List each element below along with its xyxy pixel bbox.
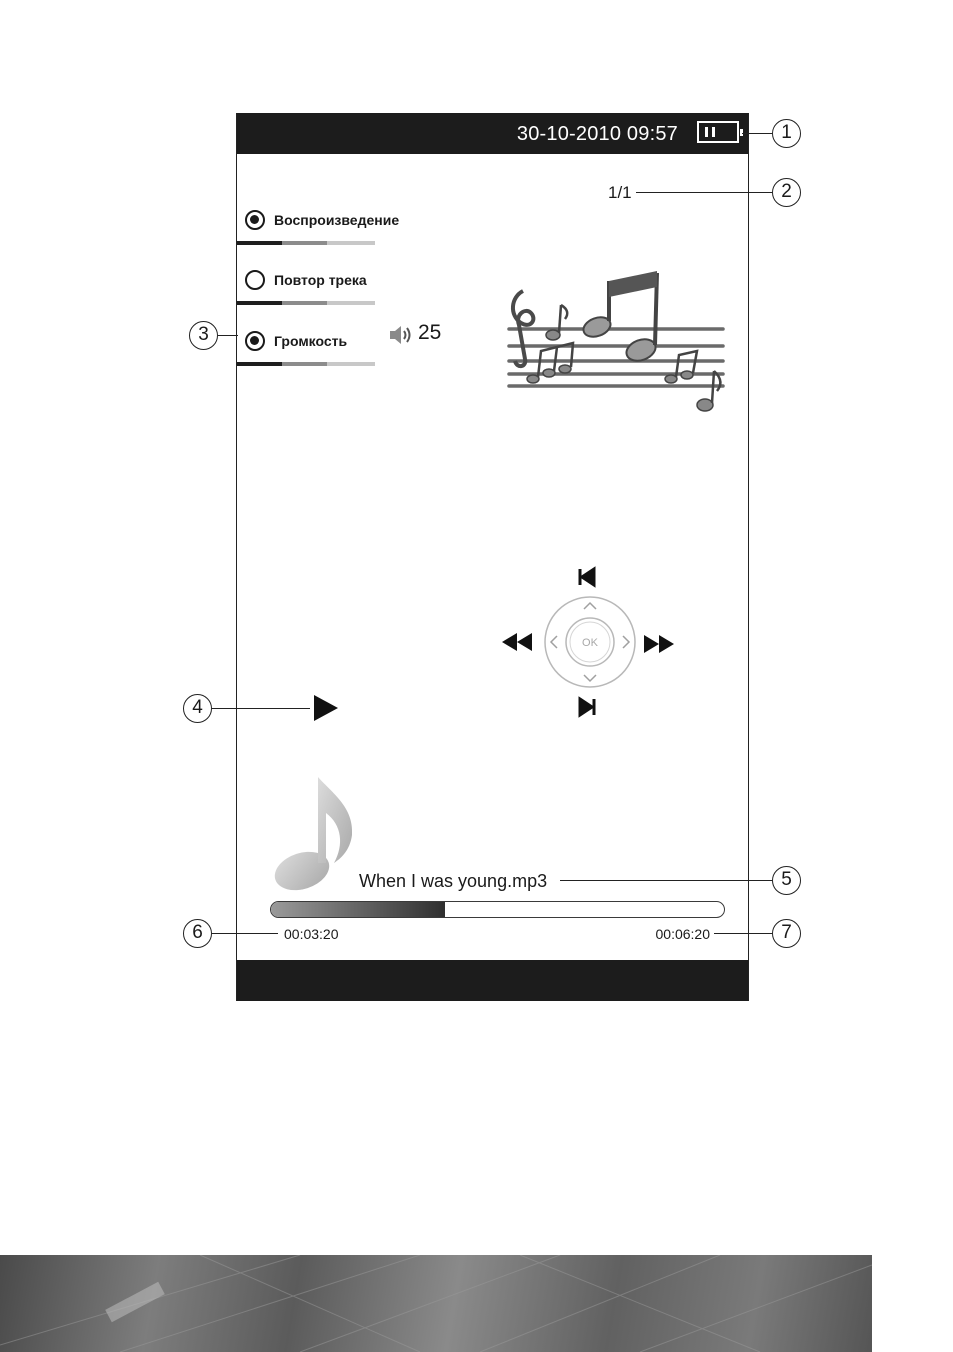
next-track-icon <box>580 699 594 715</box>
previous-track-icon <box>580 569 594 585</box>
menu-item-label: Воспроизведение <box>274 212 399 228</box>
menu-item-playback[interactable]: Воспроизведение <box>237 200 377 244</box>
footer-decoration <box>0 1255 872 1352</box>
menu-item-divider <box>237 241 375 245</box>
battery-icon <box>697 121 739 143</box>
callout-leader <box>742 133 772 134</box>
navigation-pad[interactable]: OK <box>498 563 683 723</box>
ok-label: OK <box>582 637 599 649</box>
play-icon <box>312 693 340 723</box>
radio-selected-icon <box>245 210 265 230</box>
bottom-bar <box>237 960 748 1001</box>
callout-leader <box>560 880 772 881</box>
fast-forward-icon <box>644 635 674 653</box>
callout-marker: 1 <box>772 119 801 148</box>
callout-marker: 5 <box>772 866 801 895</box>
callout-marker: 2 <box>772 178 801 207</box>
menu-item-divider <box>237 301 375 305</box>
menu-item-label: Повтор трека <box>274 272 367 288</box>
callout-leader <box>212 933 278 934</box>
callout-marker: 4 <box>183 694 212 723</box>
radio-unselected-icon <box>245 270 265 290</box>
speaker-icon <box>388 323 414 347</box>
time-total: 00:06:20 <box>656 926 711 942</box>
callout-leader <box>212 708 310 709</box>
callout-leader <box>218 335 238 336</box>
radio-selected-icon <box>245 331 265 351</box>
player-screen: 30-10-2010 09:57 1/1 Воспроизведение Пов… <box>236 113 749 1001</box>
music-notes-illustration <box>501 263 731 413</box>
callout-marker: 7 <box>772 919 801 948</box>
page-counter: 1/1 <box>608 183 632 203</box>
playback-progress-bar[interactable] <box>270 901 725 918</box>
menu-item-repeat-track[interactable]: Повтор трека <box>237 260 377 304</box>
callout-leader <box>636 192 772 193</box>
menu-item-volume[interactable]: Громкость <box>237 321 377 365</box>
playback-progress-fill <box>271 902 445 917</box>
callout-leader <box>714 933 772 934</box>
status-bar: 30-10-2010 09:57 <box>237 113 748 154</box>
callout-marker: 6 <box>183 919 212 948</box>
track-name: When I was young.mp3 <box>359 871 547 892</box>
status-datetime: 30-10-2010 09:57 <box>517 123 678 146</box>
callout-marker: 3 <box>189 321 218 350</box>
rewind-icon <box>502 633 532 651</box>
volume-value: 25 <box>418 321 441 345</box>
menu-item-label: Громкость <box>274 333 347 349</box>
time-elapsed: 00:03:20 <box>284 926 339 942</box>
menu-item-divider <box>237 362 375 366</box>
